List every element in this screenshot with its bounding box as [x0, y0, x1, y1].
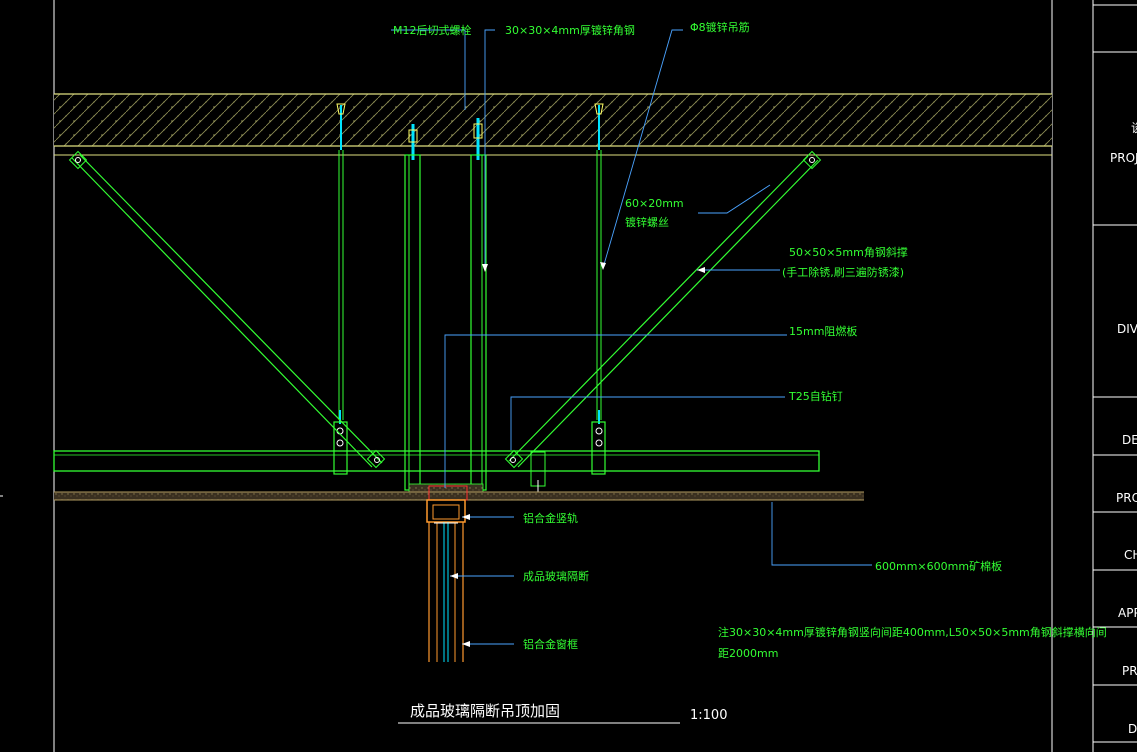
label-t25: T25自钻钉 — [788, 389, 843, 403]
concrete-slab — [54, 93, 1052, 156]
label-brace-note: (手工除锈,刷三遍防锈漆) — [782, 265, 904, 279]
label-screw-dim: 60×20mm — [625, 197, 684, 210]
angle-steel-posts — [404, 154, 487, 491]
drawing-title-block: 成品玻璃隔断吊顶加固 1:100 — [398, 702, 727, 724]
main-channel — [53, 450, 820, 472]
title-block: 谈 PROJ DIV DE PRO CH APP PR D — [1092, 0, 1137, 752]
label-m12-bolt: M12后切式螺栓 — [393, 23, 472, 37]
glass-partition — [426, 499, 466, 662]
leader-m12 — [391, 29, 466, 110]
label-fire-board: 15mm阻燃板 — [789, 324, 857, 338]
anchor-bolt — [336, 103, 346, 150]
anchor-bolts — [336, 103, 604, 160]
leader-mineral-board — [771, 502, 872, 566]
label-screw-name: 镀锌螺丝 — [625, 215, 669, 229]
ceiling-boards — [54, 483, 864, 501]
leader-t25 — [510, 396, 785, 450]
label-frame: 铝合金窗框 — [523, 637, 578, 651]
leader-phi8 — [602, 29, 683, 269]
anchor-bolt — [408, 124, 418, 160]
anchor-bolt — [594, 103, 604, 150]
hanger-brackets — [333, 421, 606, 475]
leader-lines — [391, 29, 872, 645]
leader-screw — [698, 184, 771, 214]
anchor-bolt — [473, 118, 483, 160]
title-block-cell: PROJ — [1110, 151, 1137, 165]
note-line-1: 注30×30×4mm厚镀锌角钢竖向间距400mm,L50×50×5mm角钢斜撑横… — [718, 625, 1107, 639]
label-phi8-rod: Φ8镀锌吊筋 — [690, 20, 750, 34]
leader-arrows — [450, 262, 705, 647]
title-block-cell: CH — [1124, 548, 1137, 562]
label-brace-spec: 50×50×5mm角钢斜撑 — [789, 245, 908, 259]
annotation-labels: M12后切式螺栓 30×30×4mm厚镀锌角钢 Φ8镀锌吊筋 60×20mm 镀… — [393, 20, 1107, 660]
title-block-cell: DIV — [1117, 322, 1137, 336]
label-glass-partition: 成品玻璃隔断 — [523, 569, 589, 583]
title-block-cell: DE — [1122, 433, 1137, 447]
hanger-rods — [338, 150, 602, 424]
leader-fire-board — [444, 334, 787, 488]
drawing-title: 成品玻璃隔断吊顶加固 — [410, 702, 560, 720]
title-block-cell: PR — [1122, 664, 1137, 678]
title-block-cell: PRO — [1116, 491, 1137, 505]
diagonal-braces — [68, 150, 822, 469]
title-block-cell: D — [1128, 722, 1137, 736]
drawing-scale: 1:100 — [690, 708, 727, 723]
label-mineral-board: 600mm×600mm矿棉板 — [875, 559, 1002, 573]
label-angle-steel: 30×30×4mm厚镀锌角钢 — [505, 23, 635, 37]
note-line-2: 距2000mm — [718, 647, 778, 660]
title-block-cell: 谈 — [1131, 121, 1137, 135]
leader-angle-steel — [484, 29, 495, 270]
label-top-rail: 铝合金竖轨 — [523, 511, 578, 525]
title-block-cell: APP — [1118, 606, 1137, 620]
